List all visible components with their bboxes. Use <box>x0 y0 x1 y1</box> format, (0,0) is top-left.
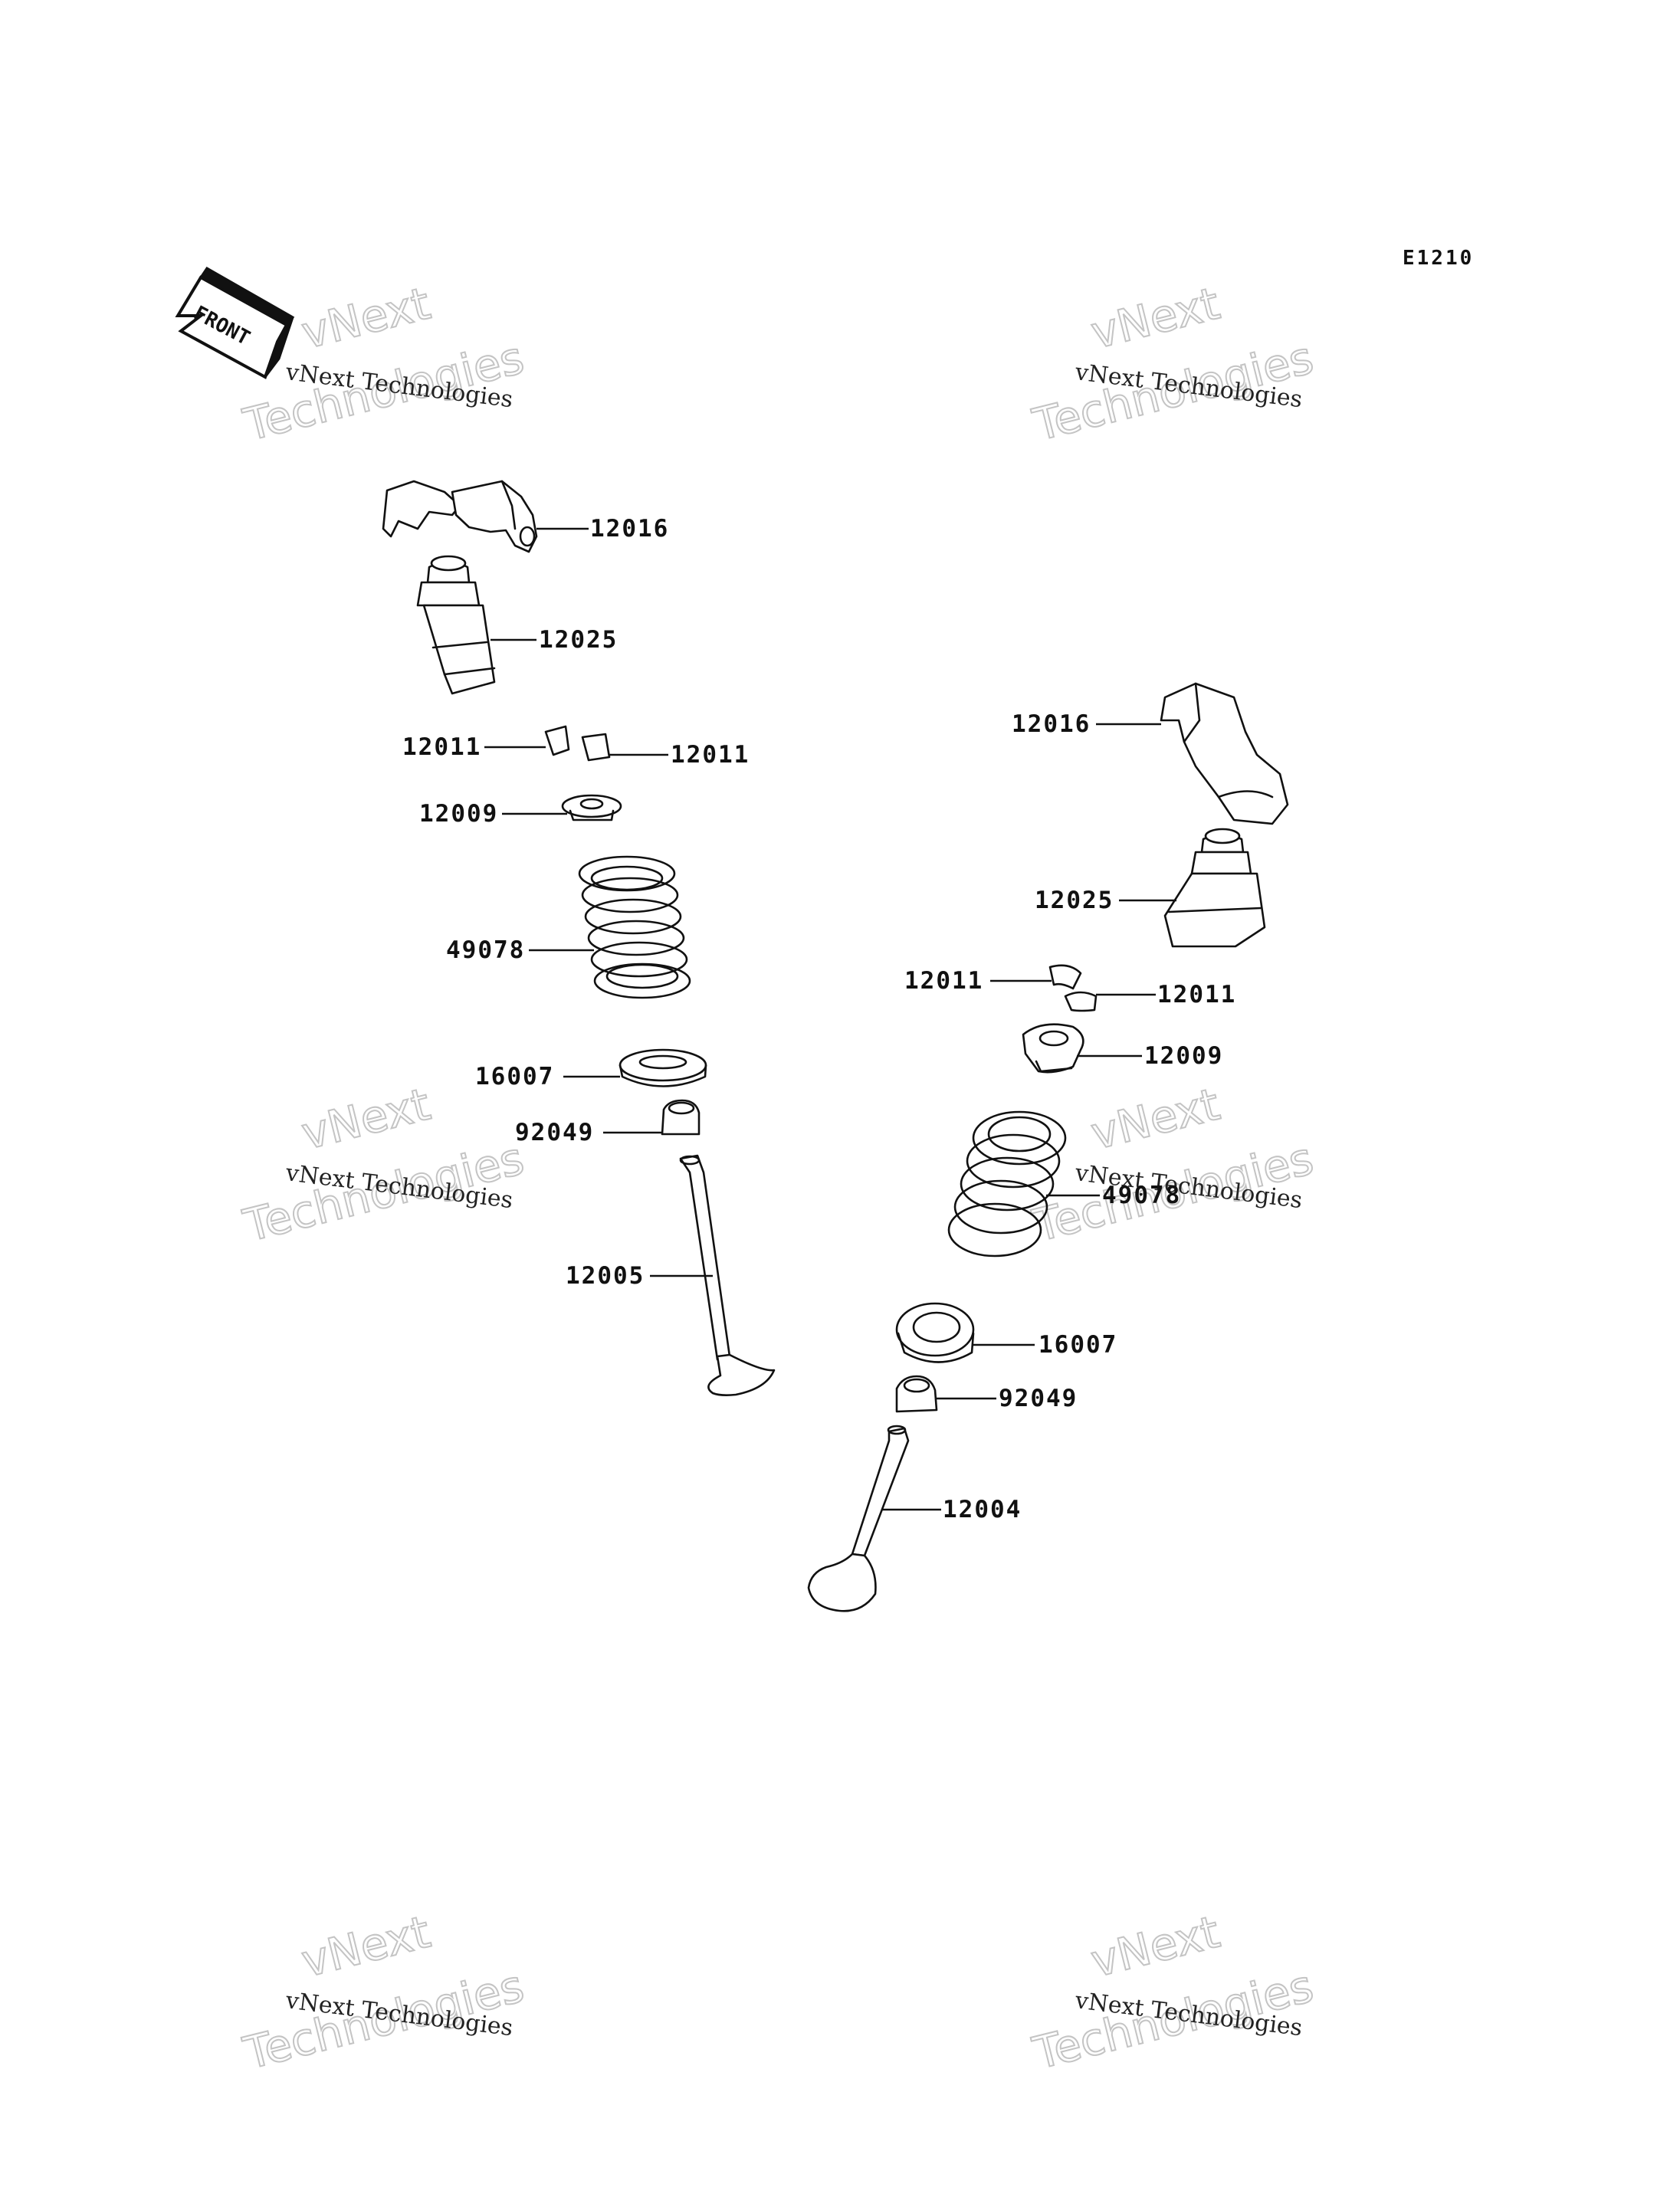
part-label-49078-right: 49078 <box>1102 1182 1181 1209</box>
watermark-top-left: vNext Technologies vNext Technologies <box>238 277 530 452</box>
valve-keeper-right[interactable] <box>1048 964 1098 1012</box>
part-label-12011-right-b: 12011 <box>1157 981 1236 1008</box>
part-label-49078-left: 49078 <box>446 936 525 964</box>
part-label-12025-right: 12025 <box>1035 887 1114 914</box>
spring-retainer-left[interactable] <box>561 794 622 821</box>
diagram-code: E1210 <box>1403 247 1474 270</box>
part-label-12025-left: 12025 <box>539 626 618 654</box>
part-label-92049-left: 92049 <box>515 1119 594 1146</box>
part-label-12016-right: 12016 <box>1012 710 1091 738</box>
valve-stem-seal-left[interactable] <box>661 1099 701 1136</box>
rocker-arm-left[interactable] <box>382 480 538 553</box>
part-label-12011-left-a: 12011 <box>402 733 481 761</box>
watermark-word-a: vNext <box>1086 277 1225 359</box>
watermark-top-right: vNext Technologies vNext Technologies <box>1027 277 1319 452</box>
lifter-right[interactable] <box>1163 828 1266 948</box>
watermark-word-a: vNext <box>297 1906 435 1988</box>
part-label-92049-right: 92049 <box>999 1385 1078 1412</box>
part-label-16007-left: 16007 <box>475 1063 554 1090</box>
spring-seat-right[interactable] <box>895 1302 975 1363</box>
watermark-word-a: vNext <box>1086 1078 1225 1160</box>
watermark-bottom-right: vNext Technologies vNext Technologies <box>1027 1905 1319 2081</box>
front-arrow-icon: FRONT <box>175 267 295 379</box>
part-label-12016-left: 12016 <box>590 515 669 543</box>
watermark-middle-right: vNext Technologies vNext Technologies <box>1027 1077 1319 1253</box>
watermark-bottom-left: vNext Technologies vNext Technologies <box>238 1905 530 2081</box>
spring-retainer-right[interactable] <box>1022 1023 1084 1074</box>
watermark-word-a: vNext <box>1086 1906 1225 1988</box>
watermark-word-a: vNext <box>297 1078 435 1160</box>
watermark-word-a: vNext <box>297 277 435 359</box>
part-label-16007-right: 16007 <box>1039 1331 1117 1359</box>
spring-seat-left[interactable] <box>619 1048 707 1087</box>
exhaust-valve-right[interactable] <box>807 1425 910 1612</box>
valve-keeper-left[interactable] <box>544 725 611 762</box>
part-label-12009-left: 12009 <box>419 800 498 828</box>
rocker-arm-right[interactable] <box>1160 682 1289 825</box>
valve-stem-seal-right[interactable] <box>895 1375 938 1413</box>
valve-spring-right[interactable] <box>947 1110 1067 1258</box>
part-label-12005-left: 12005 <box>566 1262 645 1290</box>
intake-valve-left[interactable] <box>679 1154 776 1396</box>
part-label-12011-left-b: 12011 <box>671 741 750 769</box>
part-label-12004-right: 12004 <box>943 1496 1022 1523</box>
part-label-12011-right-a: 12011 <box>904 967 983 995</box>
part-label-12009-right: 12009 <box>1144 1042 1223 1070</box>
watermark-middle-left: vNext Technologies vNext Technologies <box>238 1077 530 1253</box>
lifter-left[interactable] <box>416 555 496 695</box>
valve-spring-left[interactable] <box>578 855 691 999</box>
